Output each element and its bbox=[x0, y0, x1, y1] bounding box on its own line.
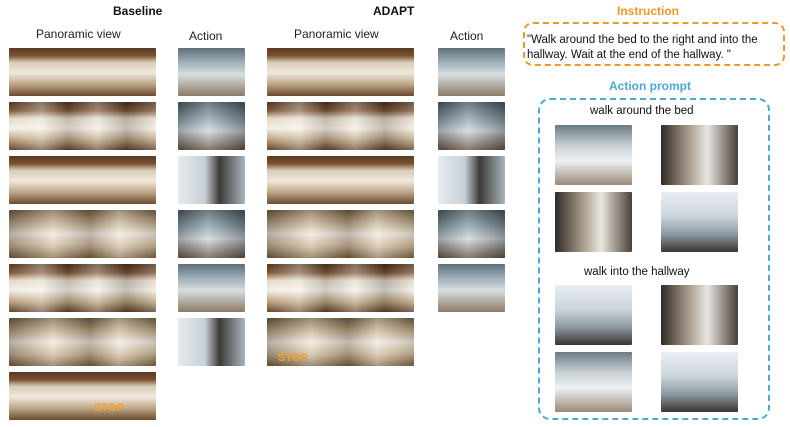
adapt-pano-5 bbox=[267, 264, 414, 312]
adapt-pano-1 bbox=[267, 48, 414, 96]
adapt-pano-6 bbox=[267, 318, 414, 366]
baseline-action-3 bbox=[178, 156, 245, 204]
baseline-action-5 bbox=[178, 264, 245, 312]
baseline-pano-4 bbox=[9, 210, 156, 258]
instruction-box bbox=[523, 22, 785, 66]
baseline-action-2 bbox=[178, 102, 245, 150]
baseline-pano-6 bbox=[9, 318, 156, 366]
adapt-pano-2 bbox=[267, 102, 414, 150]
baseline-action-header: Action bbox=[189, 29, 223, 43]
prompt-image-4 bbox=[661, 192, 738, 252]
adapt-pano-header: Panoramic view bbox=[294, 27, 379, 41]
adapt-pano-3 bbox=[267, 156, 414, 204]
action-prompt-title: Action prompt bbox=[609, 79, 691, 93]
adapt-action-2 bbox=[438, 102, 505, 150]
baseline-pano-header: Panoramic view bbox=[36, 27, 121, 41]
prompt-image-3 bbox=[555, 192, 632, 252]
baseline-pano-3 bbox=[9, 156, 156, 204]
adapt-action-5 bbox=[438, 264, 505, 312]
instruction-text: "Walk around the bed to the right and in… bbox=[527, 34, 758, 61]
prompt-group-label-1: walk around the bed bbox=[590, 105, 694, 117]
baseline-pano-1 bbox=[9, 48, 156, 96]
instruction-title: Instruction bbox=[617, 4, 679, 18]
adapt-action-1 bbox=[438, 48, 505, 96]
adapt-stop-label: STOP bbox=[278, 352, 308, 364]
baseline-pano-7 bbox=[9, 372, 156, 420]
prompt-image-2 bbox=[661, 125, 738, 185]
baseline-title: Baseline bbox=[113, 4, 163, 18]
adapt-pano-4 bbox=[267, 210, 414, 258]
baseline-stop-label: STOP bbox=[94, 402, 124, 414]
baseline-action-1 bbox=[178, 48, 245, 96]
action-prompt-box bbox=[538, 98, 770, 420]
prompt-image-8 bbox=[661, 352, 738, 412]
adapt-action-3 bbox=[438, 156, 505, 204]
baseline-action-4 bbox=[178, 210, 245, 258]
prompt-image-7 bbox=[555, 352, 632, 412]
baseline-action-6 bbox=[178, 318, 245, 366]
adapt-action-4 bbox=[438, 210, 505, 258]
baseline-pano-2 bbox=[9, 102, 156, 150]
prompt-image-6 bbox=[661, 285, 738, 345]
adapt-action-header: Action bbox=[450, 29, 484, 43]
baseline-pano-5 bbox=[9, 264, 156, 312]
adapt-title: ADAPT bbox=[373, 4, 415, 18]
prompt-image-5 bbox=[555, 285, 632, 345]
prompt-group-label-2: walk into the hallway bbox=[584, 266, 690, 278]
prompt-image-1 bbox=[555, 125, 632, 185]
